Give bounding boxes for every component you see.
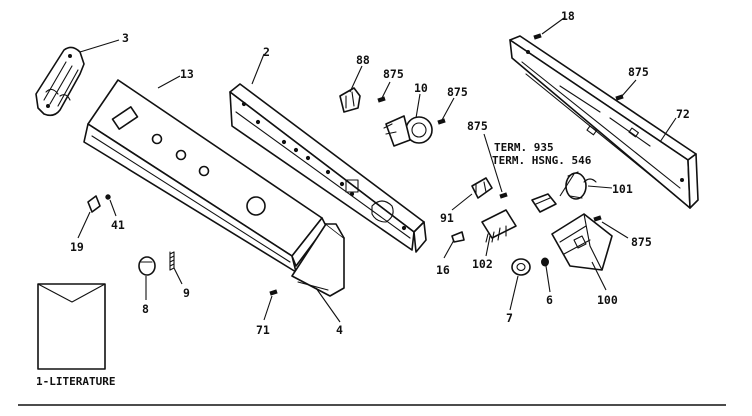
callout-41: 41	[111, 218, 125, 232]
note-term-housing: TERM. HSNG. 546	[492, 154, 592, 167]
callout-19: 19	[70, 240, 84, 254]
callout-91: 91	[440, 211, 454, 225]
callout-8: 8	[142, 302, 149, 316]
part-6-ring	[541, 257, 549, 267]
part-4-end-cap	[291, 223, 345, 297]
callout-875-c: 875	[628, 65, 649, 79]
callout-71: 71	[256, 323, 270, 337]
part-2-control-bracket	[229, 83, 427, 253]
screw-parts	[105, 33, 624, 296]
part-16-plug	[451, 231, 465, 243]
callout-7: 7	[506, 311, 513, 325]
part-8-knob	[138, 256, 156, 276]
terminal-housing	[531, 193, 557, 213]
part-3-end-cap	[35, 46, 85, 117]
note-term-935: TERM. 935	[494, 141, 554, 154]
callout-labels: 3 13 2 88 875 10 875 18 875 72 875 101 9…	[70, 9, 690, 337]
callout-16: 16	[436, 263, 450, 277]
callout-875-b: 875	[447, 85, 468, 99]
part-10-switch-assembly	[383, 115, 433, 147]
callout-18: 18	[561, 9, 575, 23]
literature-label: 1-LITERATURE	[36, 375, 115, 388]
callout-4: 4	[336, 323, 343, 337]
literature-envelope	[37, 283, 106, 370]
leader-lines	[77, 17, 677, 323]
callout-875-d: 875	[467, 119, 488, 133]
part-9-spring	[169, 251, 175, 271]
part-13-console-panel	[83, 79, 327, 273]
part-72-back-plate	[509, 35, 699, 209]
callout-875-a: 875	[383, 67, 404, 81]
callout-6: 6	[546, 293, 553, 307]
callout-875-e: 875	[631, 235, 652, 249]
callout-2: 2	[263, 45, 270, 59]
part-101-motor	[565, 171, 597, 200]
callout-101: 101	[612, 182, 633, 196]
part-100-timer	[551, 213, 613, 271]
callout-100: 100	[597, 293, 618, 307]
part-19-knob	[87, 195, 101, 213]
callout-88: 88	[356, 53, 370, 67]
part-102-terminal-block	[481, 209, 517, 243]
callout-13: 13	[180, 67, 194, 81]
part-7-knob	[511, 258, 531, 276]
callout-9: 9	[183, 286, 190, 300]
terminal-notes: TERM. 935 TERM. HSNG. 546	[492, 141, 592, 167]
callout-10: 10	[414, 81, 428, 95]
callout-3: 3	[122, 31, 129, 45]
part-91-switch	[471, 177, 493, 199]
callout-72: 72	[676, 107, 690, 121]
callout-102: 102	[472, 257, 493, 271]
